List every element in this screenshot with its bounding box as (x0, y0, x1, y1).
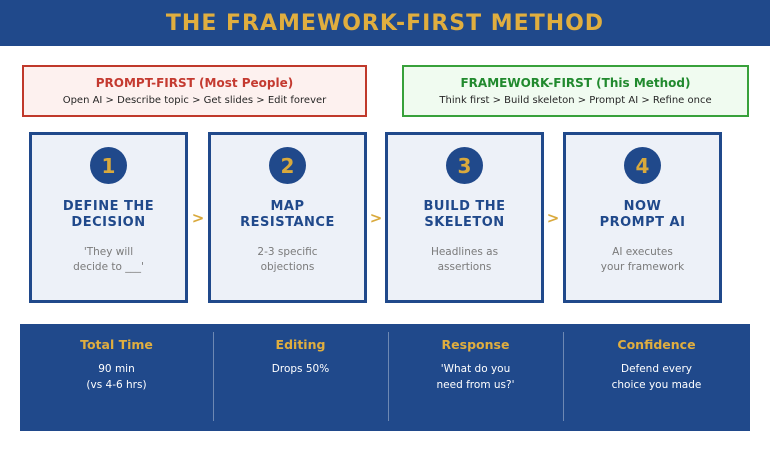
step-title-line: MAP (270, 199, 305, 214)
step-number-badge: 2 (269, 147, 306, 184)
prompt-first-box: PROMPT-FIRST (Most People) Open AI > Des… (22, 65, 367, 117)
framework-first-flow: Think first > Build skeleton > Prompt AI… (439, 95, 712, 106)
stat-value-line: need from us?' (436, 379, 515, 392)
stat-confidence: Confidence Defend every choice you made (563, 324, 750, 431)
step-title-line: DEFINE THE (62, 199, 155, 214)
step-desc-line: your framework (600, 260, 685, 273)
stat-label: Editing (275, 337, 326, 352)
stats-divider (213, 332, 214, 421)
step-description: AI executes your framework (601, 245, 685, 275)
step-card-define-decision: 1 DEFINE THE DECISION 'They will decide … (29, 132, 188, 303)
stat-label: Response (441, 337, 510, 352)
step-description: Headlines as assertions (431, 245, 498, 275)
framework-first-box: FRAMEWORK-FIRST (This Method) Think firs… (402, 65, 749, 117)
prompt-first-flow: Open AI > Describe topic > Get slides > … (62, 95, 327, 106)
stat-value-line: Defend every (620, 363, 693, 375)
framework-first-heading: FRAMEWORK-FIRST (This Method) (460, 76, 691, 90)
step-number: 3 (457, 153, 472, 178)
stat-value-line: (vs 4-6 hrs) (86, 379, 147, 392)
step-title-line: PROMPT AI (599, 214, 686, 230)
stat-value-line: 90 min (98, 363, 135, 375)
step-card-map-resistance: 2 MAP RESISTANCE 2-3 specific objections (208, 132, 367, 303)
step-card-now-prompt-ai: 4 NOW PROMPT AI AI executes your framewo… (563, 132, 722, 303)
step-title-line: BUILD THE (423, 199, 506, 214)
stats-divider (388, 332, 389, 421)
step-desc-line: decide to ___' (73, 260, 144, 273)
prompt-first-heading: PROMPT-FIRST (Most People) (95, 76, 294, 90)
step-title: MAP RESISTANCE (240, 199, 335, 231)
step-number: 2 (280, 153, 295, 178)
step-title-line: NOW (623, 199, 662, 214)
step-description: 'They will decide to ___' (73, 245, 144, 275)
step-card-build-skeleton: 3 BUILD THE SKELETON Headlines as assert… (385, 132, 544, 303)
step-title: BUILD THE SKELETON (423, 199, 505, 231)
step-connector-icon: > (191, 209, 205, 227)
step-connector-icon: > (546, 209, 560, 227)
stat-response: Response 'What do you need from us?' (388, 324, 563, 431)
step-title-line: SKELETON (424, 214, 505, 230)
step-description: 2-3 specific objections (257, 245, 317, 275)
step-number-badge: 1 (90, 147, 127, 184)
step-number-badge: 3 (446, 147, 483, 184)
stat-label: Confidence (617, 337, 696, 352)
stat-value-line: Drops 50% (271, 363, 330, 375)
stat-total-time: Total Time 90 min (vs 4-6 hrs) (20, 324, 213, 431)
step-connector-icon: > (369, 209, 383, 227)
step-title: NOW PROMPT AI (600, 199, 686, 231)
stat-value-line: choice you made (611, 379, 702, 392)
step-title-line: RESISTANCE (240, 214, 335, 230)
stat-label: Total Time (80, 337, 153, 352)
step-desc-line: objections (260, 260, 315, 273)
step-desc-line: AI executes (612, 245, 673, 258)
step-number-badge: 4 (624, 147, 661, 184)
title-banner: THE FRAMEWORK-FIRST METHOD (0, 0, 770, 46)
step-title-line: DECISION (71, 214, 146, 230)
step-title: DEFINE THE DECISION (63, 199, 154, 231)
step-desc-line: 2-3 specific (257, 245, 318, 258)
stat-editing: Editing Drops 50% (213, 324, 388, 431)
stat-value-line: 'What do you (440, 363, 511, 375)
step-desc-line: assertions (437, 260, 492, 273)
stats-divider (563, 332, 564, 421)
step-number: 1 (101, 153, 116, 178)
step-desc-line: Headlines as (430, 245, 499, 258)
page-title: THE FRAMEWORK-FIRST METHOD (165, 10, 605, 36)
stats-bar: Total Time 90 min (vs 4-6 hrs) Editing D… (20, 324, 750, 431)
step-number: 4 (635, 153, 650, 178)
step-desc-line: 'They will (83, 245, 134, 258)
